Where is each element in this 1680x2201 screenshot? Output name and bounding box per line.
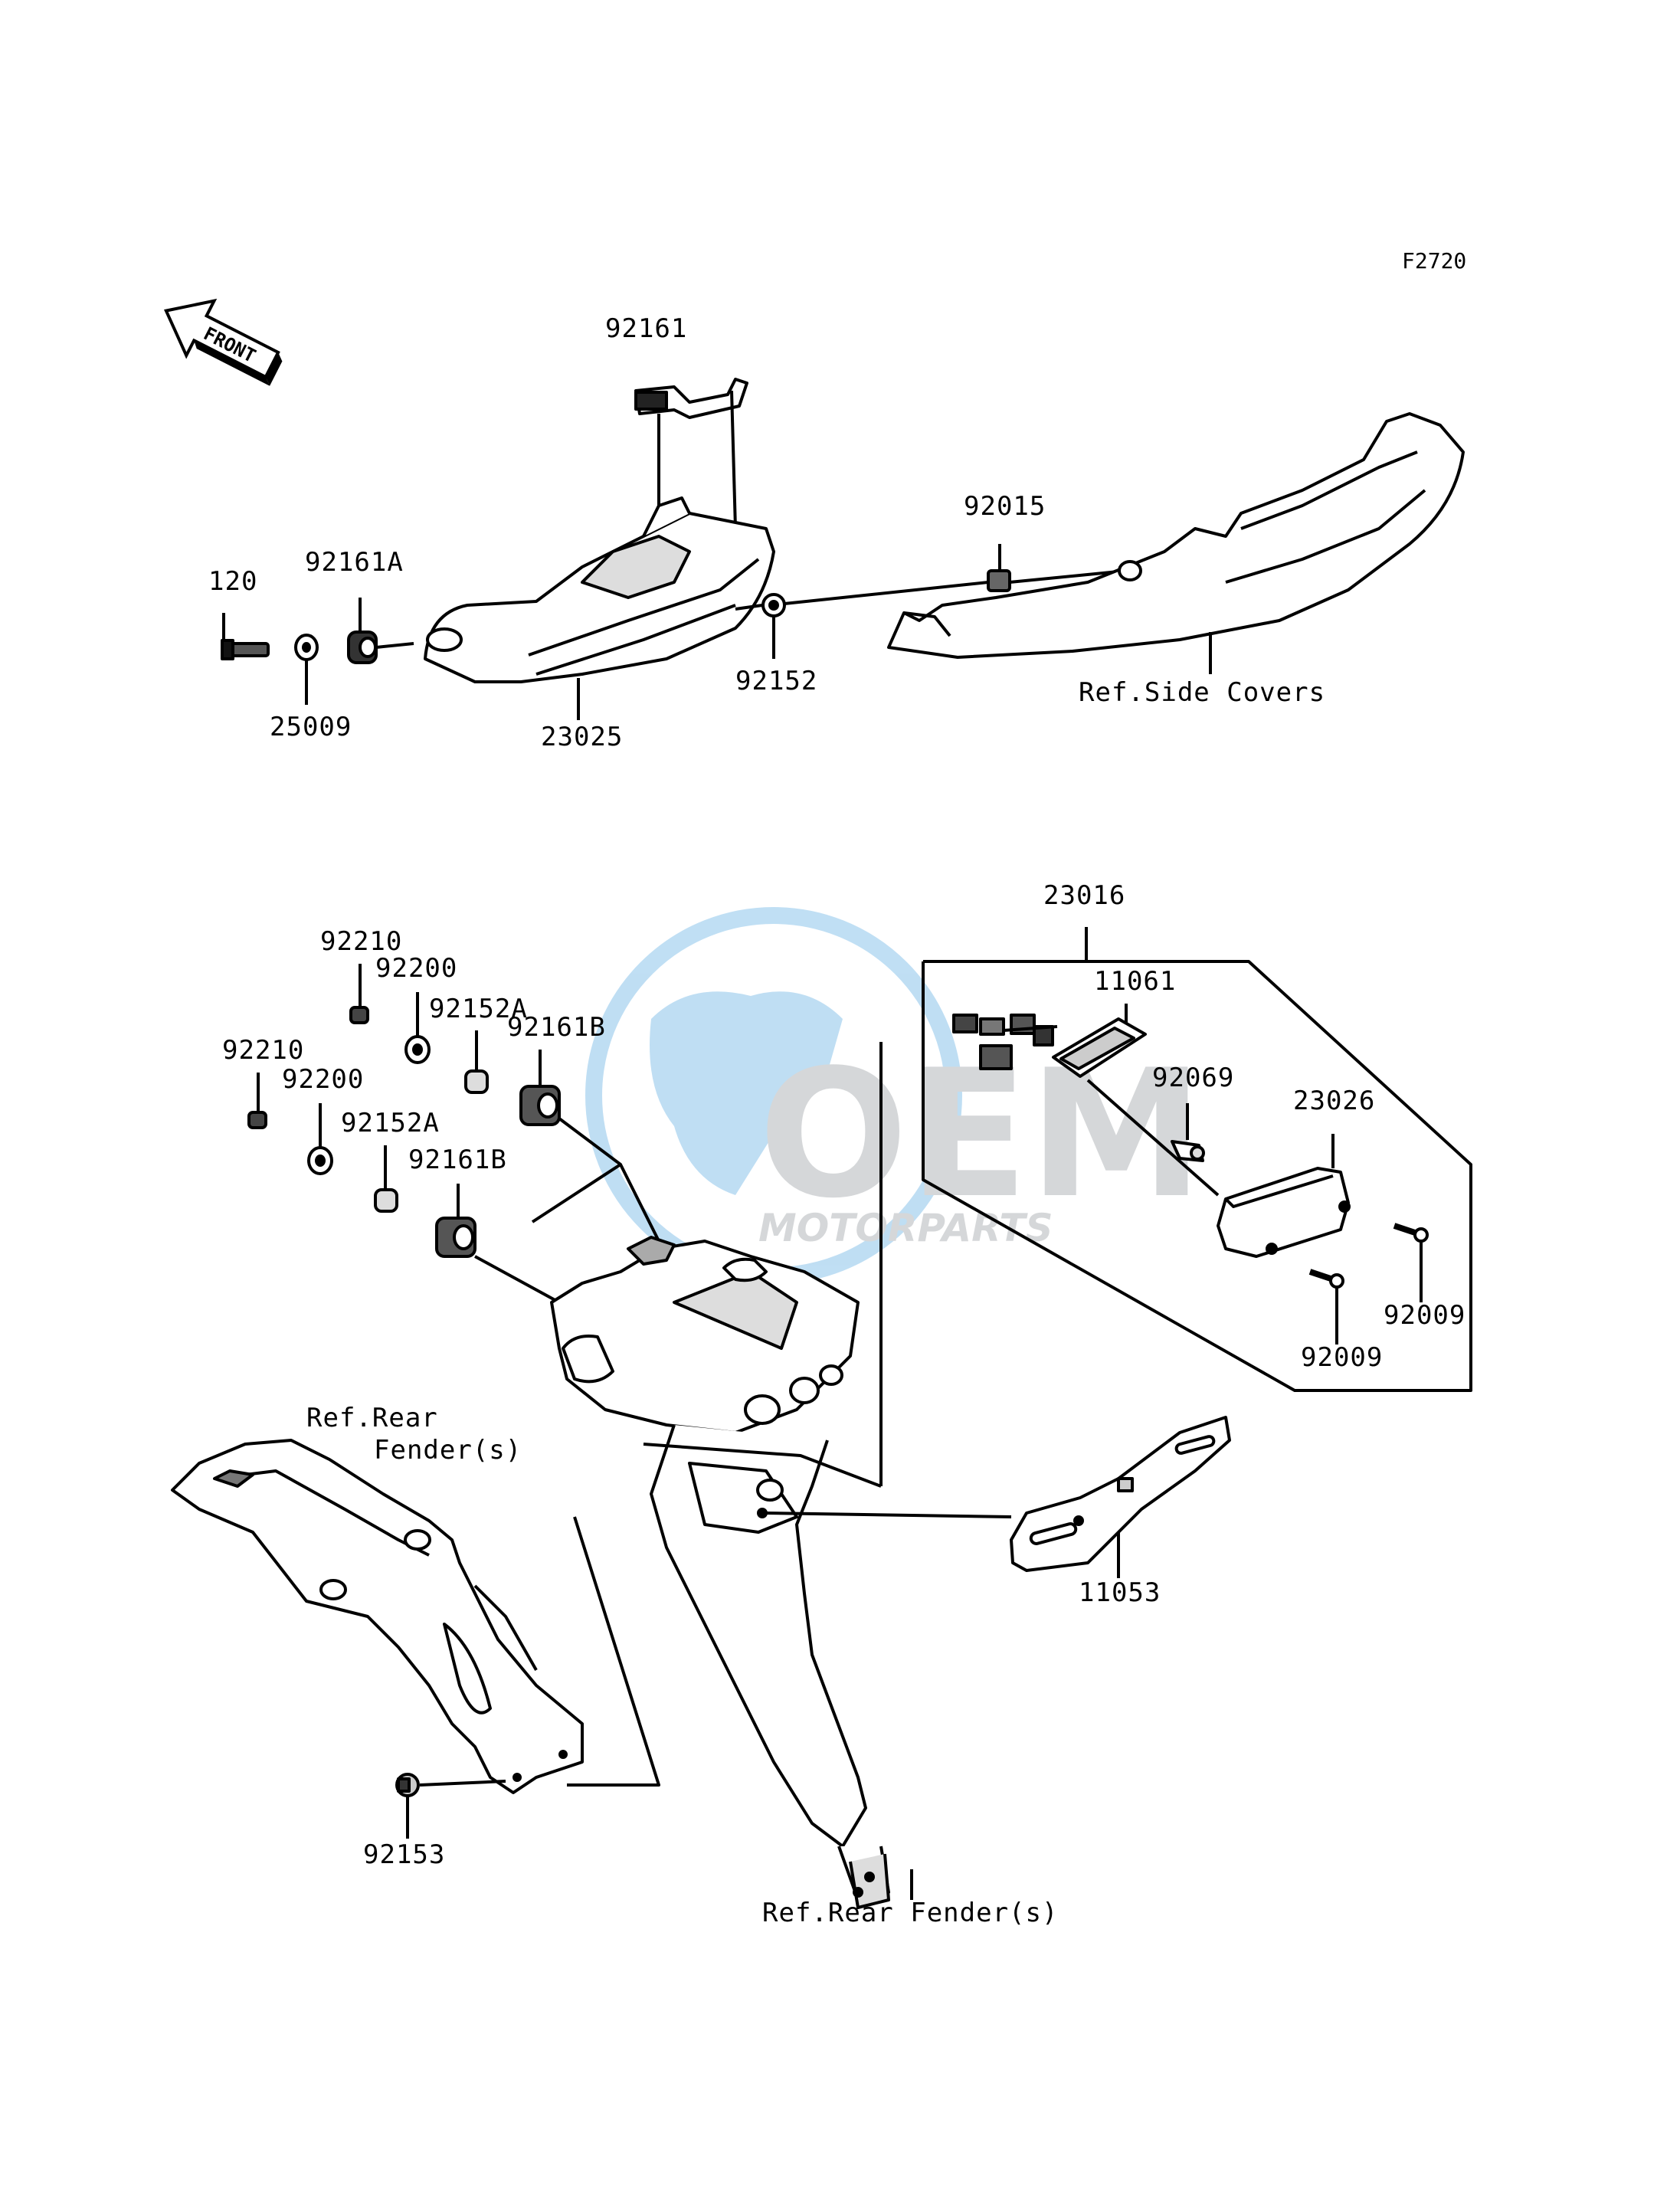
part-92161-strap (634, 378, 748, 419)
part-92161A-grommet (347, 630, 378, 664)
label-92152A-b: 92152A (341, 1108, 440, 1138)
leader-92161B-b-to-mount (474, 1255, 560, 1304)
leader-92152-to-housing (735, 604, 763, 611)
label-23016: 23016 (1043, 880, 1125, 911)
label-92210-b: 92210 (222, 1035, 304, 1066)
label-92200-a: 92200 (375, 953, 457, 984)
label-92210-a: 92210 (320, 926, 402, 957)
label-ref-rear-fender-2: Fender(s) (374, 1435, 522, 1466)
label-ref-rear-fender-bottom: Ref.Rear Fender(s) (762, 1898, 1058, 1928)
label-92015: 92015 (964, 491, 1046, 522)
leader-92161-b (730, 390, 737, 529)
part-23025-housing (424, 496, 775, 683)
top-assembly (221, 378, 1465, 720)
label-92069: 92069 (1152, 1063, 1234, 1093)
label-92200-b: 92200 (282, 1064, 364, 1095)
part-92069-bulb (1171, 1140, 1205, 1162)
leader-lens-to-socket (1086, 1079, 1220, 1197)
label-11061: 11061 (1094, 966, 1176, 997)
part-92200-washer-a (404, 1035, 431, 1064)
leader-92015-to-cover (1009, 569, 1127, 584)
part-92152A-collar-b (374, 1188, 398, 1213)
leader-mount-horizontal (643, 1443, 882, 1488)
label-92009-b: 92009 (1301, 1342, 1383, 1373)
part-25009-hole (302, 642, 311, 653)
label-23025: 23025 (541, 722, 623, 752)
label-23026: 23026 (1293, 1086, 1375, 1116)
part-tail-light-mount (550, 1236, 890, 1909)
label-11053: 11053 (1079, 1577, 1161, 1608)
label-ref-side-covers: Ref.Side Covers (1079, 677, 1325, 708)
label-92161A: 92161A (305, 547, 404, 578)
part-92152-collar (761, 593, 786, 617)
leader-mount-to-11053 (765, 1512, 1012, 1518)
label-92152: 92152 (735, 666, 817, 696)
part-92152A-collar-a (464, 1069, 489, 1094)
label-92161B-b: 92161B (408, 1145, 507, 1175)
part-92009-screw-a (1393, 1223, 1429, 1243)
leader-mount-bracket (531, 1163, 660, 1242)
part-labels: 92161 120 92161A 25009 23025 92015 92152… (208, 313, 1465, 1928)
leader-92161A-to-housing (375, 642, 414, 649)
part-11061-socket (1052, 1017, 1147, 1078)
label-92161: 92161 (605, 313, 687, 344)
part-92015-nut (987, 569, 1011, 592)
part-92161B-grommet-a (519, 1085, 561, 1126)
label-120: 120 (208, 566, 257, 597)
part-92153-bolt (395, 1773, 420, 1797)
part-11053-license-bracket (1010, 1416, 1231, 1572)
ref-side-covers-shape (887, 412, 1465, 659)
front-arrow-icon: FRONT (163, 298, 283, 386)
label-92153: 92153 (363, 1839, 445, 1870)
part-120-bolt (221, 639, 270, 660)
part-92009-screw-b (1308, 1269, 1344, 1289)
bottom-assembly (171, 927, 1472, 1909)
watermark-globe-continents (650, 991, 843, 1195)
part-92200-washer-b (307, 1146, 333, 1175)
label-25009: 25009 (270, 712, 352, 742)
leader-92153-to-fender (419, 1780, 506, 1787)
label-92161B-a: 92161B (507, 1012, 606, 1043)
part-92210-nut-a (349, 1006, 369, 1024)
part-bulb-wiring (952, 1014, 1058, 1070)
ref-rear-fender-left-shape (171, 1439, 584, 1794)
assembly-23016-outline (922, 960, 1472, 1392)
label-ref-rear-fender-1: Ref.Rear (306, 1403, 438, 1433)
label-92152A-a: 92152A (429, 994, 528, 1024)
part-92161B-grommet-b (435, 1217, 476, 1258)
leader-92161B-a-to-mount (558, 1117, 622, 1166)
leader-fender-bracket (567, 1516, 660, 1787)
label-92009-a: 92009 (1384, 1300, 1465, 1331)
diagram-code: F2720 (1402, 248, 1466, 273)
leader-92152-to-92015 (784, 581, 989, 605)
part-23026-lens (1217, 1167, 1351, 1258)
watermark-sub: MOTORPARTS (758, 1206, 1053, 1250)
part-92210-nut-b (247, 1111, 267, 1129)
